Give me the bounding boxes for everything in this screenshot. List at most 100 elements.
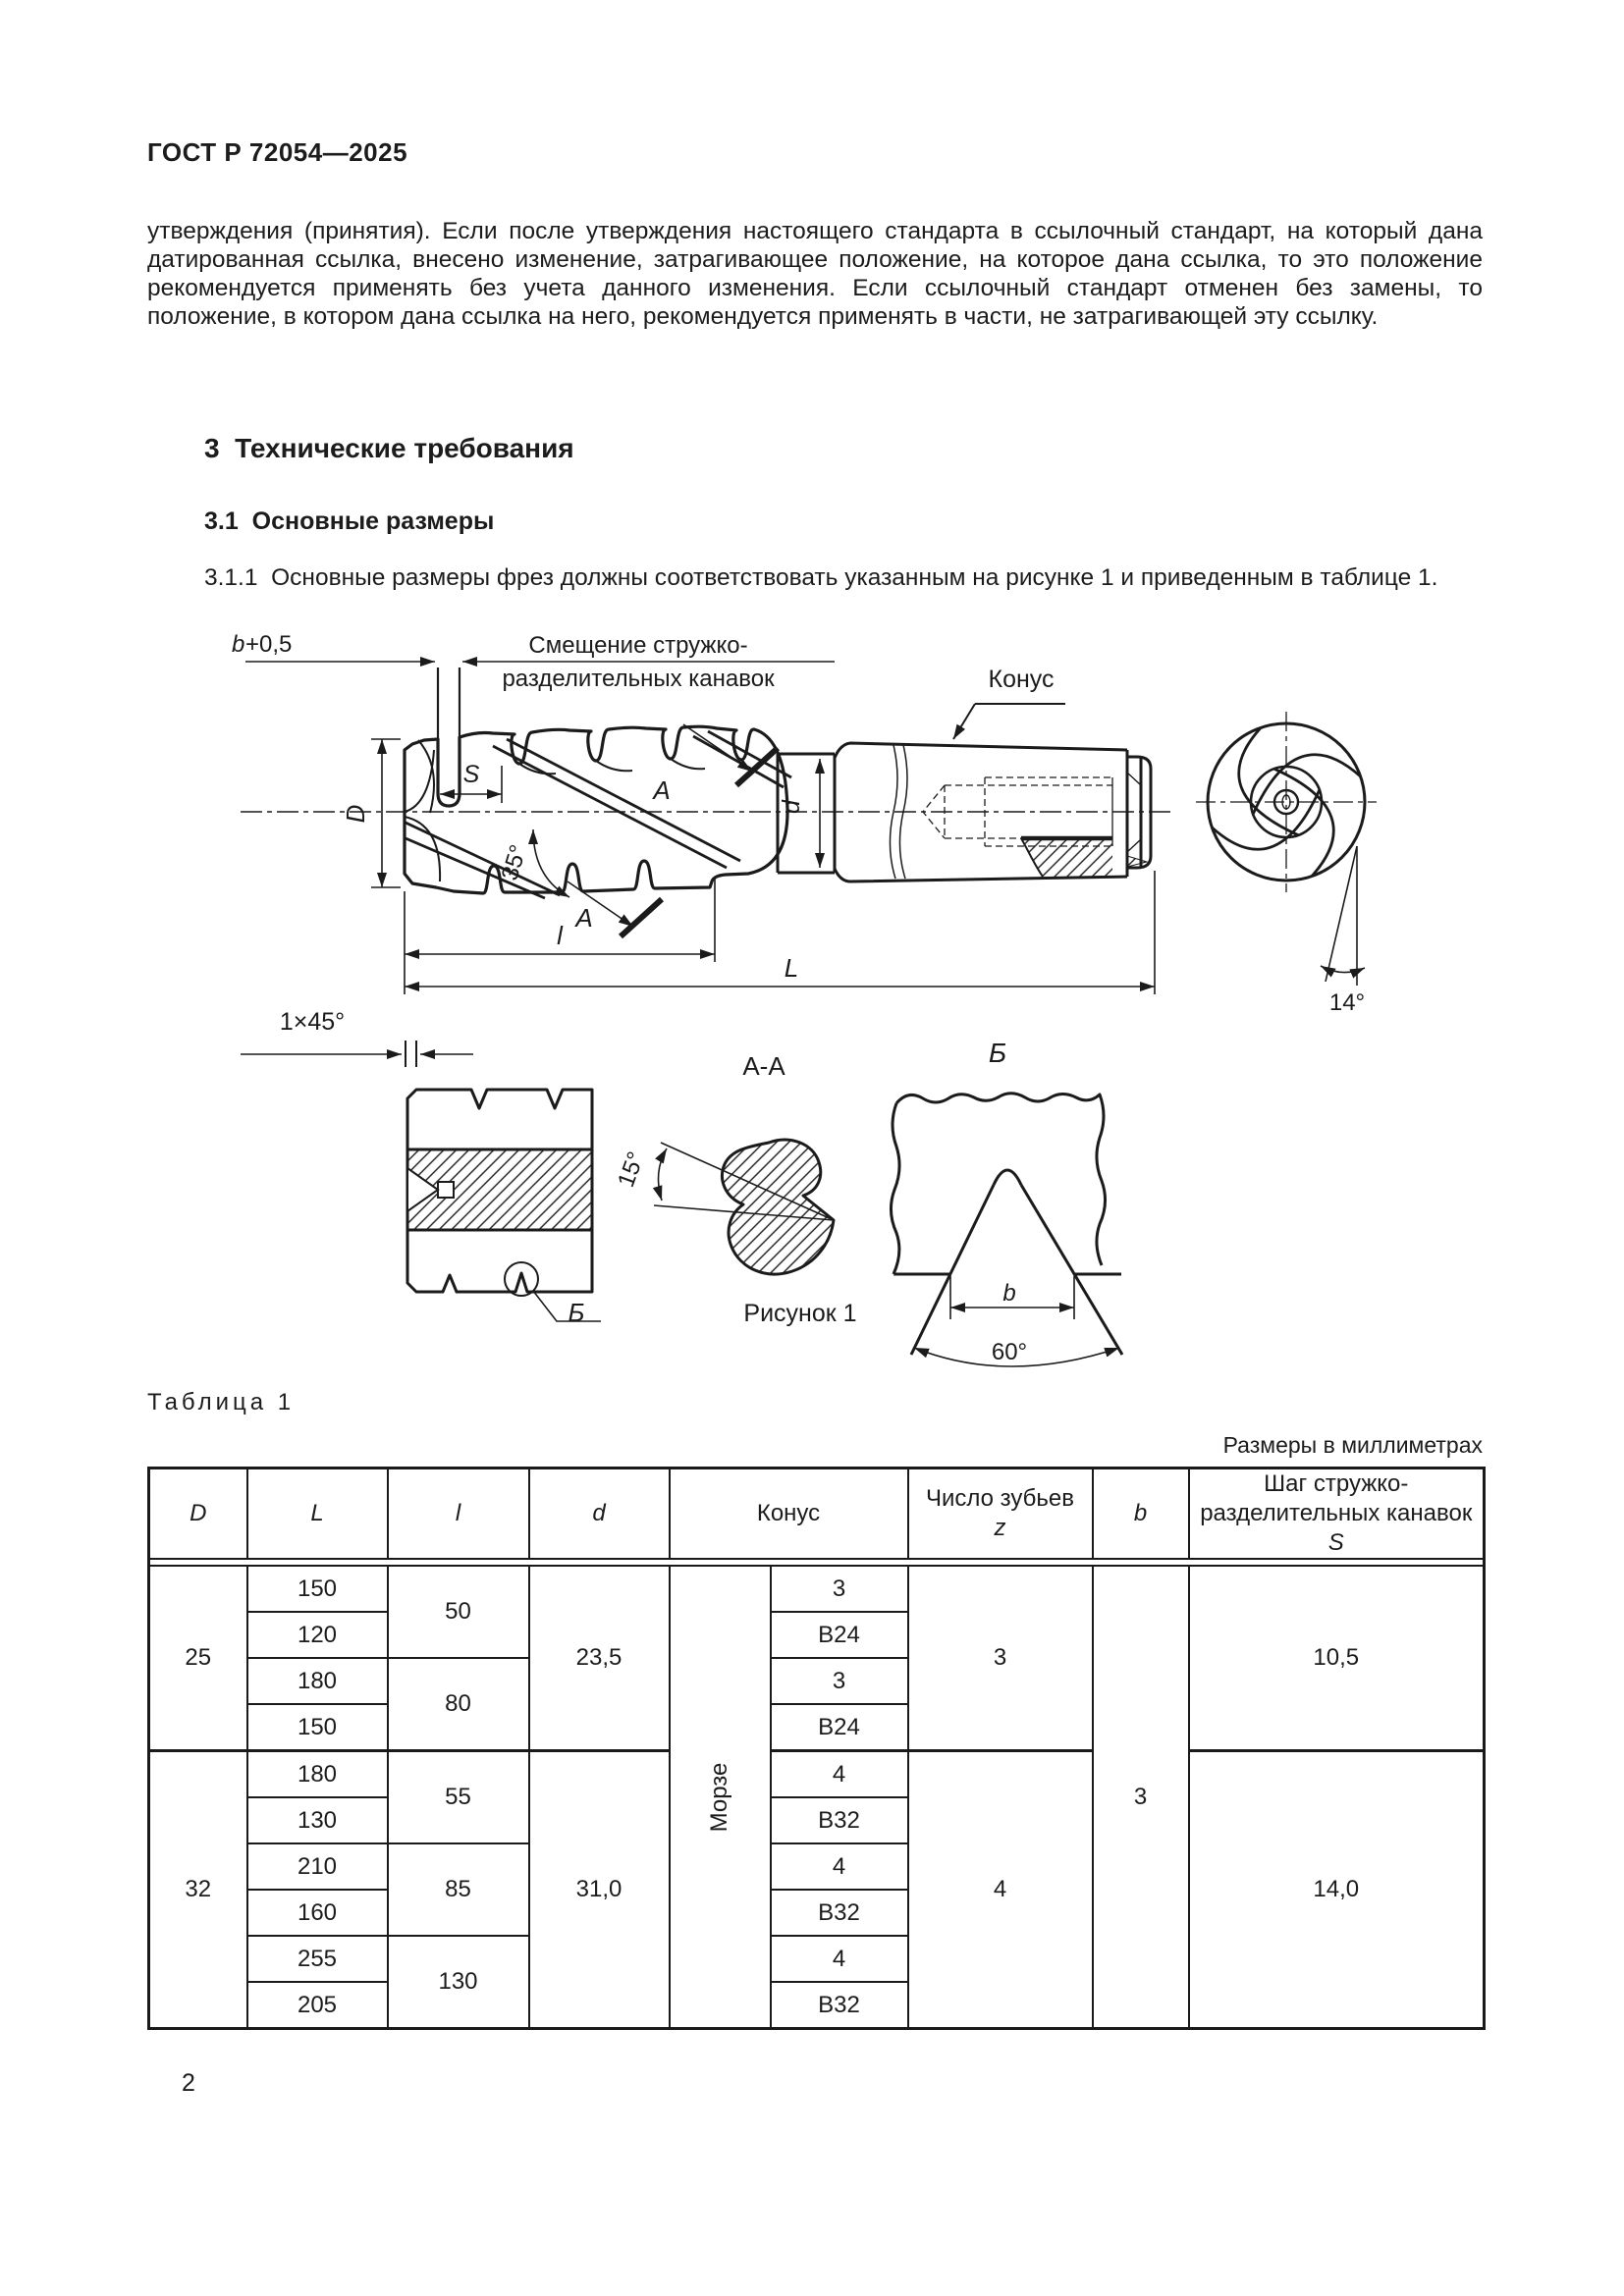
label-A-bottom: А bbox=[573, 903, 592, 933]
cell-l: 80 bbox=[386, 1657, 530, 1752]
table-header-row: D L l d Конус Число зубьев z b Шаг струж… bbox=[147, 1467, 1486, 1560]
section-a-a-detail bbox=[652, 1138, 836, 1276]
table-row: 120 В24 bbox=[149, 1611, 1485, 1659]
end-tooth-curves bbox=[404, 739, 442, 882]
cell-L: 180 bbox=[245, 1749, 389, 1798]
cell-L: 255 bbox=[245, 1935, 389, 1983]
end-view bbox=[1196, 712, 1377, 986]
cell-konus: В24 bbox=[769, 1703, 909, 1752]
cell-z: 4 bbox=[906, 1749, 1094, 2030]
label-view-b: Б bbox=[989, 1038, 1006, 1068]
col-header-z-symbol: z bbox=[994, 1515, 1006, 1541]
label-b-tolerance: +0,5 bbox=[245, 631, 292, 658]
cell-b: 3 bbox=[1091, 1565, 1190, 2030]
col-header-L: L bbox=[245, 1467, 389, 1560]
section-3-1-heading: 3.1 Основные размеры bbox=[204, 507, 495, 535]
table-row: 210 85 4 bbox=[149, 1842, 1485, 1937]
label-S: S bbox=[463, 761, 480, 788]
section-hatch bbox=[1021, 838, 1112, 877]
intro-paragraph: утверждения (принятия). Если после утвер… bbox=[147, 218, 1483, 330]
label-section-a-a: А-А bbox=[742, 1051, 785, 1081]
header-double-line-gap bbox=[147, 1558, 1486, 1567]
table-row: 255 130 4 bbox=[149, 1935, 1485, 2030]
table-row: 130 В32 bbox=[149, 1796, 1485, 1844]
cell-konus: 4 bbox=[769, 1749, 909, 1798]
label-D: D bbox=[341, 805, 370, 824]
label-A-top: А bbox=[651, 775, 670, 805]
cell-L: 120 bbox=[245, 1611, 389, 1659]
cell-L: 180 bbox=[245, 1657, 389, 1705]
table-row: 180 80 3 bbox=[149, 1657, 1485, 1752]
cell-L: 150 bbox=[245, 1565, 389, 1613]
paragraph-3-1-1: 3.1.1 Основные размеры фрез должны соотв… bbox=[204, 564, 1438, 591]
cell-l: 50 bbox=[386, 1565, 530, 1659]
label-angle-15: 15° bbox=[613, 1148, 650, 1191]
table-1-units-note: Размеры в миллиметрах bbox=[1222, 1432, 1483, 1458]
table-1: D L l d Конус Число зубьев z b Шаг струж… bbox=[147, 1467, 1486, 2030]
cell-L: 130 bbox=[245, 1796, 389, 1844]
cell-konus: 3 bbox=[769, 1657, 909, 1705]
table-1-title: Таблица 1 bbox=[147, 1389, 296, 1415]
end-view-flutes bbox=[1211, 726, 1362, 878]
cell-d: 31,0 bbox=[527, 1749, 671, 2030]
main-dimensions bbox=[245, 657, 1156, 994]
view-b-detail bbox=[890, 1092, 1124, 1367]
table-row: 205 В32 bbox=[149, 1981, 1485, 2030]
section-hatch-end bbox=[1126, 855, 1149, 868]
page-content: ГОСТ Р 72054—2025 утверждения (принятия)… bbox=[147, 0, 1486, 2030]
main-view bbox=[241, 724, 1173, 900]
cell-morze: Морзе bbox=[668, 1565, 772, 2030]
label-chamfer: 1×45° bbox=[280, 1008, 345, 1036]
cell-konus: 4 bbox=[769, 1935, 909, 1983]
b-60-dimensions bbox=[913, 1276, 1120, 1367]
cell-S: 10,5 bbox=[1187, 1565, 1486, 1752]
cell-konus: В32 bbox=[769, 1981, 909, 2030]
table-row-section-start: 32 180 55 31,0 4 4 14,0 bbox=[147, 1749, 1486, 2030]
figure-1: b +0,5 Смещение стружко- разделительных … bbox=[147, 620, 1483, 1381]
cell-konus: В32 bbox=[769, 1889, 909, 1937]
cell-D-25: 25 bbox=[147, 1565, 248, 1752]
col-header-z: Число зубьев z bbox=[906, 1467, 1094, 1560]
angle-15-construction bbox=[652, 1142, 835, 1221]
label-b-groove: b bbox=[232, 631, 244, 658]
label-angle-14: 14° bbox=[1329, 989, 1365, 1016]
label-angle-35: 35° bbox=[497, 842, 532, 884]
cell-L: 205 bbox=[245, 1981, 389, 2030]
col-header-S: Шаг стружко- разделительных канавок S bbox=[1187, 1467, 1486, 1560]
page-number: 2 bbox=[182, 2069, 195, 2097]
cell-L: 150 bbox=[245, 1703, 389, 1752]
col-header-S-line2: разделительных канавок bbox=[1200, 1500, 1473, 1526]
angle-14-construction bbox=[1320, 845, 1366, 986]
internal-hole-hidden-lines bbox=[922, 776, 1113, 847]
col-header-d: d bbox=[527, 1467, 671, 1560]
cell-konus: В32 bbox=[769, 1796, 909, 1844]
label-shift-line2: разделительных канавок bbox=[502, 666, 775, 692]
col-header-l: l bbox=[386, 1467, 530, 1560]
cell-d: 23,5 bbox=[527, 1565, 671, 1752]
break-lines bbox=[889, 744, 908, 880]
col-header-b: b bbox=[1091, 1467, 1190, 1560]
end-chamfer-lines bbox=[1126, 772, 1142, 853]
standard-designation: ГОСТ Р 72054—2025 bbox=[147, 137, 408, 167]
section-3-heading: 3 Технические требования bbox=[204, 433, 574, 463]
label-angle-60: 60° bbox=[992, 1339, 1027, 1365]
taper-shank bbox=[833, 741, 1153, 883]
col-header-S-line1: Шаг стружко- bbox=[1264, 1470, 1409, 1497]
label-b-callout: Б bbox=[568, 1298, 585, 1327]
label-d: d bbox=[778, 799, 805, 814]
cell-konus: 3 bbox=[769, 1565, 909, 1613]
cell-l: 130 bbox=[386, 1935, 530, 2030]
label-konus: Конус bbox=[989, 666, 1055, 693]
figure-labels: b +0,5 Смещение стружко- разделительных … bbox=[232, 631, 1365, 1365]
col-header-D: D bbox=[147, 1467, 248, 1560]
cell-z: 3 bbox=[906, 1565, 1094, 1752]
label-L: L bbox=[785, 953, 798, 983]
cell-L: 160 bbox=[245, 1889, 389, 1937]
cell-l: 55 bbox=[386, 1749, 530, 1844]
section-break-curve bbox=[1020, 837, 1044, 878]
col-header-konus: Конус bbox=[668, 1467, 909, 1560]
cell-S: 14,0 bbox=[1187, 1749, 1486, 2030]
label-l: l bbox=[557, 921, 564, 950]
cell-konus: В24 bbox=[769, 1611, 909, 1659]
